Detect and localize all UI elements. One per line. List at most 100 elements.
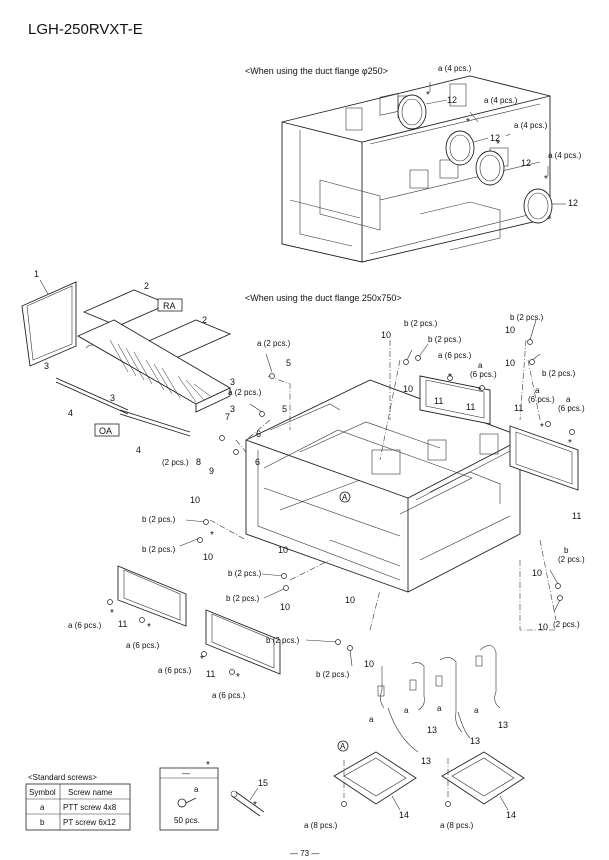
part-10-b: 10 [403, 384, 413, 394]
callout-b2-5: b (2 pcs.) [142, 515, 176, 524]
callout-b-letter: b [564, 546, 569, 555]
screws-row-b-symbol: b [40, 818, 45, 827]
page-number: — 73 — [290, 849, 319, 858]
asterisk-15: * [253, 800, 257, 811]
oa-box [94, 423, 120, 437]
callout-a6-5: a (6 pcs.) [212, 691, 246, 700]
part-13-b: 13 [470, 736, 480, 746]
callout-b2-2: b (2 pcs.) [428, 335, 462, 344]
part-11-e: 11 [118, 619, 127, 629]
part-8: 8 [196, 457, 201, 467]
part-10-i: 10 [345, 595, 355, 605]
duct-flange-rect-11-upper [419, 375, 491, 425]
part-6-b: 6 [255, 457, 260, 467]
heat-exchanger-element [77, 319, 231, 413]
bottom-cover-plate-14-right [441, 751, 525, 805]
reference-mark-a-bottom [337, 740, 349, 752]
part-5-b: 5 [282, 404, 287, 414]
wiring-cables-13 [377, 645, 501, 753]
callout-a2-2: a (2 pcs.) [228, 388, 262, 397]
callout-a8-2: a (8 pcs.) [440, 821, 474, 830]
callout-a-cable-1: a [369, 715, 374, 724]
callout-a4-2: a (4 pcs.) [484, 96, 518, 105]
asterisk-3: * [496, 139, 500, 150]
callout-b2-8: b (2 pcs.) [226, 594, 260, 603]
part-13-d: 13 [421, 756, 431, 766]
part-10-k: 10 [532, 568, 542, 578]
part-4-a: 4 [68, 408, 73, 418]
asterisk-6: * [478, 386, 482, 397]
callout-a6-1: a (6 pcs.) [438, 351, 472, 360]
callout-a-letter-2: a [535, 386, 540, 395]
part-14-b: 14 [506, 810, 516, 820]
duct-flange-rect-11-lowerleft-2 [205, 609, 281, 675]
screws-table-caption: <Standard screws> [28, 773, 97, 782]
oa-label: OA [99, 426, 112, 436]
screw-box-qty: 50 pcs. [174, 816, 200, 825]
callout-6pcs-3: (6 pcs.) [558, 404, 585, 413]
screw-heads [107, 339, 575, 675]
duct-flange-round-2 [445, 130, 475, 166]
asterisk-12: * [200, 654, 204, 665]
screw-leaders [179, 319, 561, 667]
part-11-c: 11 [514, 403, 523, 413]
part-11-b: 11 [466, 402, 475, 412]
screws-header-symbol: Symbol [29, 788, 56, 797]
part-12-d: 12 [568, 198, 578, 208]
screws-row-a-symbol: a [40, 803, 45, 812]
asterisk-14: * [206, 760, 210, 771]
part-10-d: 10 [505, 358, 515, 368]
part-1: 1 [34, 269, 39, 279]
asterisk-13: * [236, 672, 240, 683]
asterisk-7: * [540, 422, 544, 433]
part-12-b: 12 [490, 133, 500, 143]
part-2-b: 2 [202, 315, 207, 325]
callout-2pcs-8: (2 pcs.) [162, 458, 189, 467]
part-10-f: 10 [203, 552, 213, 562]
top-unit-casing [281, 75, 551, 263]
part-3-a: 3 [44, 361, 49, 371]
reference-mark-a-main-label: A [342, 493, 348, 502]
ra-label: RA [163, 301, 176, 311]
bottom-cover-plate-14-left [333, 751, 417, 805]
part-13-c: 13 [498, 720, 508, 730]
part-2-a: 2 [144, 281, 149, 291]
duct-flange-round-1 [397, 94, 427, 130]
insulation-tube-15 [230, 790, 265, 817]
part-6-a: 6 [256, 429, 261, 439]
part-9: 9 [209, 466, 214, 476]
duct-flange-rect-11-lowerleft-1 [117, 565, 187, 627]
callout-a-cable-2: a [404, 706, 409, 715]
asterisk-4: * [544, 174, 548, 185]
duct-flange-round-4 [523, 188, 553, 224]
asterisk-9: * [210, 530, 214, 541]
callout-a4-3: a (4 pcs.) [514, 121, 548, 130]
part-10-e: 10 [190, 495, 200, 505]
heading-flange-250: <When using the duct flange φ250> [245, 66, 388, 76]
main-unit-casing [245, 379, 521, 593]
model-title: LGH-250RVXT-E [28, 21, 143, 38]
asterisk-5: * [448, 372, 452, 383]
part-10-g: 10 [278, 545, 288, 555]
callout-a4-1: a (4 pcs.) [438, 64, 472, 73]
part-10-a: 10 [381, 330, 391, 340]
filter-element-2-left [82, 289, 170, 327]
part-10-j: 10 [364, 659, 374, 669]
callout-b2-4: b (2 pcs.) [542, 369, 576, 378]
part-3-b: 3 [110, 393, 115, 403]
part-7: 7 [225, 412, 230, 422]
part-3-d: 3 [230, 404, 235, 414]
part-11-a: 11 [434, 396, 443, 406]
filter-frame-1 [21, 281, 77, 367]
part-15: 15 [258, 778, 268, 788]
asterisk-11: * [147, 622, 151, 633]
callout-2pcs-c: (2 pcs.) [553, 620, 580, 629]
callout-a-letter-3: a [566, 395, 571, 404]
part-10-h: 10 [280, 602, 290, 612]
part-10-l: 10 [538, 622, 548, 632]
part-10-c: 10 [505, 325, 515, 335]
screws-table [25, 783, 131, 831]
callout-b2-9: b (2 pcs.) [266, 636, 300, 645]
callout-b2-1: b (2 pcs.) [404, 319, 438, 328]
